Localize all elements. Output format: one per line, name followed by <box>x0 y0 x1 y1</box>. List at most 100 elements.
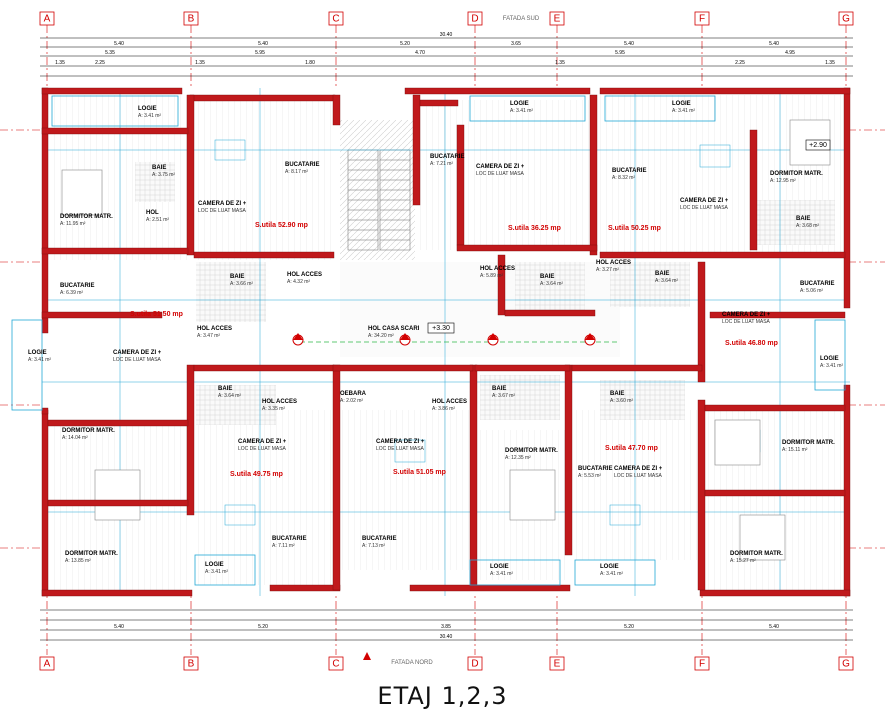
room-name: BUCATARIE <box>272 536 306 542</box>
apartment-area-label: S.utila 51.50 mp <box>130 311 183 318</box>
level-marker: +2.90 <box>805 139 831 151</box>
room-area: A: 3.86 m² <box>432 406 455 412</box>
room-name: LOGIE <box>600 564 619 570</box>
room-area: A: 3.64 m² <box>540 281 563 287</box>
room-area: A: 3.66 m² <box>230 281 253 287</box>
room-name: BUCATARIE <box>800 281 834 287</box>
walls <box>41 87 851 597</box>
dim-top: 5.20 <box>400 41 410 47</box>
room-name: BUCATARIE <box>578 466 612 472</box>
dim-top-row3: 2.25 <box>95 60 105 66</box>
room-area: A: 3.41 m² <box>672 108 695 114</box>
room-area: A: 14.04 m² <box>62 435 88 441</box>
axis-label: D <box>471 14 478 25</box>
room-name: HOL ACCES <box>432 399 467 405</box>
room-area: A: 7.13 m² <box>362 543 385 549</box>
room-name: LOGIE <box>205 562 224 568</box>
room-area: A: 3.47 m² <box>197 333 220 339</box>
dim-top: 5.40 <box>258 41 268 47</box>
axis-label: E <box>554 659 561 670</box>
room-name: BAIE <box>796 216 810 222</box>
apartment-area-label: S.utila 49.75 mp <box>230 471 283 478</box>
svg-text:+3.30: +3.30 <box>432 325 450 332</box>
room-name: DORMITOR MATR. <box>782 440 835 446</box>
dim-bottom: 5.20 <box>624 624 634 630</box>
dim-top-row2: 5.95 <box>255 50 265 56</box>
dim-top-row3: 1.35 <box>825 60 835 66</box>
room-area: A: 12.35 m² <box>505 455 531 461</box>
room-area: A: 3.41 m² <box>205 569 228 575</box>
room-name: BUCATARIE <box>362 536 396 542</box>
room-area: A: 5.06 m² <box>800 288 823 294</box>
apartment-areas: S.utila 52.90 mp S.utila 36.25 mp S.util… <box>130 222 778 478</box>
room-name: LOGIE <box>28 350 47 356</box>
room-area: LOC DE LUAT MASA <box>722 319 771 325</box>
apartment-area-label: S.utila 50.25 mp <box>608 225 661 232</box>
room-area: LOC DE LUAT MASA <box>476 171 525 177</box>
apartment-area-label: S.utila 52.90 mp <box>255 222 308 229</box>
room-name: BAIE <box>152 165 166 171</box>
axis-label: C <box>332 14 339 25</box>
dim-bottom: 5.20 <box>258 624 268 630</box>
apartment-area-label: S.utila 51.05 mp <box>393 469 446 476</box>
room-name: DORMITOR MATR. <box>770 171 823 177</box>
dimension-lines-top <box>40 37 853 77</box>
floor-plan-caption: ETAJ 1,2,3 <box>377 682 508 710</box>
room-name: CAMERA DE ZI + <box>198 201 247 207</box>
room-area: LOC DE LUAT MASA <box>198 208 247 214</box>
axis-label: F <box>699 659 705 670</box>
dim-top-row3: 2.25 <box>735 60 745 66</box>
room-name: CAMERA DE ZI + <box>238 439 287 445</box>
axis-label: E <box>554 14 561 25</box>
room-area: A: 15.11 m² <box>782 447 808 453</box>
axis-label: C <box>332 659 339 670</box>
axis-label: G <box>842 14 850 25</box>
axis-label: A <box>44 14 51 25</box>
room-labels: LOGIE A: 3.41 m² LOGIE A: 3.41 m² LOGIE … <box>28 101 843 577</box>
axis-labels-top: A B C D E F G FATADA SUD <box>39 11 854 26</box>
total-width-dim: 30.40 <box>440 32 453 38</box>
room-name: HOL ACCES <box>287 272 322 278</box>
bed-furniture <box>61 119 831 561</box>
room-name: DORMITOR MATR. <box>730 551 783 557</box>
room-name: HOL ACCES <box>197 326 232 332</box>
room-name: CAMERA DE ZI + <box>614 466 663 472</box>
room-name: CAMERA DE ZI + <box>113 350 162 356</box>
room-name: BUCATARIE <box>285 162 319 168</box>
apartment-area-label: S.utila 36.25 mp <box>508 225 561 232</box>
room-name: DORMITOR MATR. <box>60 214 113 220</box>
section-marker-icon <box>292 333 596 346</box>
room-name: HOL CASA SCARI <box>368 326 420 332</box>
room-name: LOGIE <box>820 356 839 362</box>
axis-label: A <box>44 659 51 670</box>
room-area: A: 3.41 m² <box>490 571 513 577</box>
room-name: BAIE <box>218 386 232 392</box>
room-area: A: 11.95 m² <box>60 221 86 227</box>
room-name: LOGIE <box>672 101 691 107</box>
dim-top: 3.65 <box>511 41 521 47</box>
room-name: OEBARA <box>340 391 367 397</box>
room-area: A: 8.17 m² <box>285 169 308 175</box>
axis-label: F <box>699 14 705 25</box>
room-area: LOC DE LUAT MASA <box>376 446 425 452</box>
room-area: A: 3.41 m² <box>28 357 51 363</box>
room-area: A: 2.02 m² <box>340 398 363 404</box>
dim-top-row3: 1.35 <box>195 60 205 66</box>
room-area: A: 7.11 m² <box>272 543 295 549</box>
room-name: LOGIE <box>490 564 509 570</box>
room-area: A: 7.21 m² <box>430 161 453 167</box>
room-area: A: 5.53 m² <box>578 473 601 479</box>
room-area: A: 3.41 m² <box>600 571 623 577</box>
dim-top: 5.40 <box>114 41 124 47</box>
room-name: CAMERA DE ZI + <box>476 164 525 170</box>
room-name: BAIE <box>540 274 554 280</box>
room-name: CAMERA DE ZI + <box>722 312 771 318</box>
svg-text:+2.90: +2.90 <box>809 142 827 149</box>
room-name: BUCATARIE <box>612 168 646 174</box>
facade-bottom-label: FATADA NORD <box>391 660 433 666</box>
room-name: BAIE <box>655 271 669 277</box>
axis-label: B <box>188 659 195 670</box>
level-marker: +3.30 <box>427 322 455 334</box>
room-name: CAMERA DE ZI + <box>680 198 729 204</box>
room-name: HOL ACCES <box>480 266 515 272</box>
